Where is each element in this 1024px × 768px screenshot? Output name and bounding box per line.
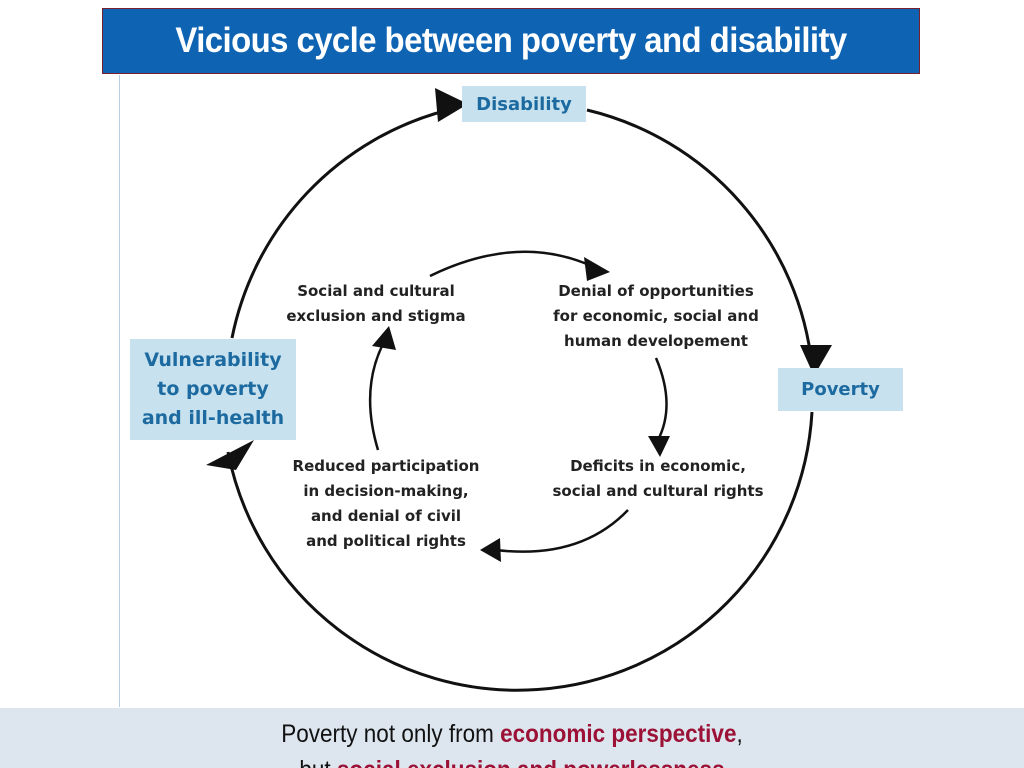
footer-line-1-suffix: , (736, 720, 743, 748)
arrowhead-vulnerability (206, 440, 254, 470)
footer-band: Poverty not only from economic perspecti… (0, 708, 1024, 768)
outer-arrow-disability-to-poverty (586, 108, 814, 367)
title-banner: Vicious cycle between poverty and disabi… (102, 8, 920, 74)
inner-arrow-denial-to-deficits (654, 357, 668, 441)
inner-node-deficits: Deficits in economic, social and cultura… (552, 457, 764, 500)
node-vulnerability: Vulnerability to poverty and ill-health (130, 339, 296, 440)
footer-line-1: Poverty not only from economic perspecti… (51, 720, 973, 749)
arrowhead-deficits (648, 436, 670, 457)
footer-line-1-prefix: Poverty not only from (281, 720, 501, 748)
outer-arrow-vulnerability-to-disability (230, 108, 449, 339)
arrowhead-reduced (480, 538, 501, 562)
footer-emphasis-economic: economic perspective (500, 720, 737, 748)
outer-arrow-poverty-to-vulnerability (226, 411, 814, 692)
left-divider-line (119, 75, 120, 707)
footer-line-2-prefix: but (299, 756, 337, 768)
inner-arrow-exclusion-to-denial (429, 250, 597, 278)
inner-node-exclusion: Social and cultural exclusion and stigma (286, 282, 466, 325)
arrowhead-exclusion (372, 326, 396, 350)
inner-node-reduced-participation: Reduced participation in decision-making… (292, 457, 480, 550)
footer-emphasis-social: social exclusion and powerlessness (337, 756, 725, 768)
node-disability: Disability (462, 86, 586, 122)
node-poverty: Poverty (778, 368, 903, 411)
arrowhead-poverty (800, 345, 832, 376)
arrowhead-disability (435, 88, 468, 122)
footer-line-2: but social exclusion and powerlessness (51, 756, 973, 768)
arrowhead-denial (584, 257, 610, 281)
slide-title: Vicious cycle between poverty and disabi… (175, 21, 847, 60)
inner-node-denial: Denial of opportunities for economic, so… (553, 282, 759, 350)
inner-arrow-reduced-to-exclusion (368, 343, 385, 451)
inner-arrow-deficits-to-reduced (495, 509, 629, 553)
